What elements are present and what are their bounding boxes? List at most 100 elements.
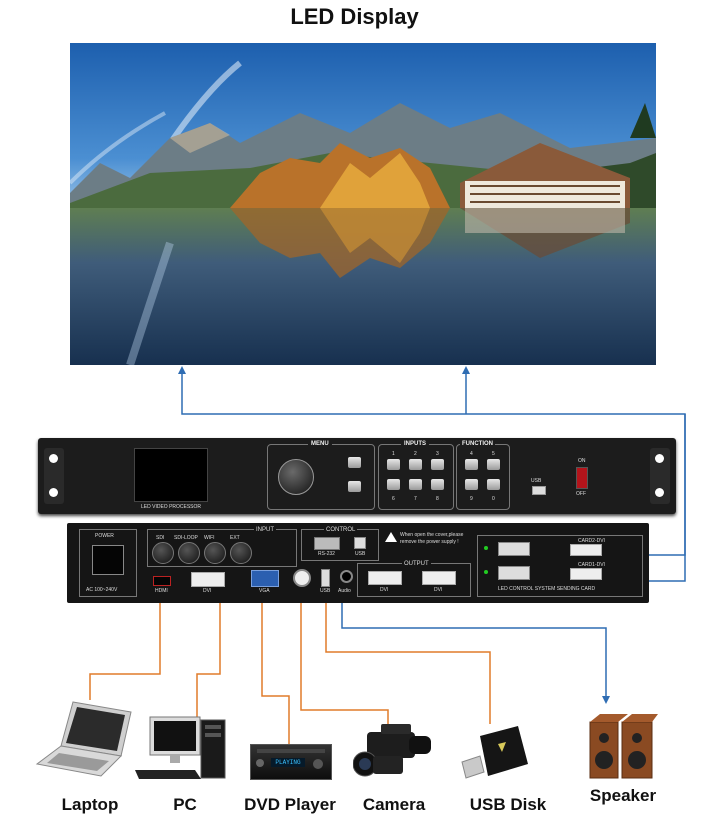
rack-ear-right — [650, 448, 670, 504]
input-button-3[interactable] — [431, 459, 444, 470]
dvd-display-text: PLAYING — [271, 758, 305, 767]
pc-wire — [196, 590, 221, 722]
function-button-9[interactable] — [465, 479, 478, 490]
power-switch[interactable] — [576, 467, 588, 489]
on-label: ON — [578, 458, 586, 464]
dvi-in-port[interactable] — [191, 572, 225, 587]
inputs-label: INPUTS — [401, 441, 430, 447]
vga-label: VGA — [259, 588, 270, 594]
control-section: CONTROL RS-232 USB — [301, 527, 379, 561]
diagram-title: LED Display — [290, 4, 419, 29]
rs232-label: RS-232 — [318, 551, 335, 557]
function-label: FUNCTION — [460, 441, 495, 447]
wifi-port[interactable] — [204, 542, 226, 564]
card2-dvi-port[interactable] — [570, 544, 602, 556]
menu-section: MENU — [267, 441, 375, 510]
audio-label: Audio — [338, 588, 351, 594]
lcd-screen — [134, 448, 208, 502]
audio-port[interactable] — [340, 570, 353, 583]
processor-rear-panel: POWER AC 100~240V INPUT SDI SDI-LOOP WIF… — [67, 523, 649, 603]
function-button-5[interactable] — [487, 459, 500, 470]
card2-label: CARD2-DVI — [578, 538, 605, 544]
usb-control-port[interactable] — [354, 537, 366, 549]
arrow-speaker — [602, 696, 610, 704]
pc-label: PC — [173, 795, 197, 814]
power-inlet[interactable] — [92, 545, 124, 575]
input-num-1: 1 — [392, 451, 395, 457]
power-label: POWER — [95, 533, 114, 539]
off-label: OFF — [576, 491, 586, 497]
input-button-8[interactable] — [431, 479, 444, 490]
menu-knob[interactable] — [278, 459, 314, 495]
card2-ethernet[interactable] — [498, 542, 530, 556]
function-button-4[interactable] — [465, 459, 478, 470]
input-button-1[interactable] — [387, 459, 400, 470]
arrow-screen-left — [178, 366, 186, 374]
dvi-out2-label: DVI — [434, 587, 443, 593]
dvi-out-port-1[interactable] — [368, 571, 402, 585]
sending-card-label: LED CONTROL SYSTEM SENDING CARD — [498, 586, 596, 592]
wifi-label: WIFI — [204, 535, 215, 541]
function-num-9: 9 — [470, 496, 473, 502]
led-display-screen — [70, 43, 656, 365]
processor-front-panel: LED VIDEO PROCESSOR MENU INPUTS 1 2 3 6 … — [38, 438, 676, 514]
bnc-input-port[interactable] — [293, 569, 311, 587]
sdi-loop-label: SDI-LOOP — [174, 535, 198, 541]
output-section: OUTPUT DVI DVI — [357, 561, 471, 597]
usb-input-label: USB — [320, 588, 331, 594]
input-num-3: 3 — [436, 451, 439, 457]
output-label: OUTPUT — [402, 561, 431, 567]
sdi-loop-port[interactable] — [178, 542, 200, 564]
card1-dvi-port[interactable] — [570, 568, 602, 580]
input-num-6: 6 — [392, 496, 395, 502]
power-inlet-section: POWER AC 100~240V — [79, 529, 137, 597]
usb-wire — [325, 592, 491, 724]
lake-mountain-scene — [70, 43, 656, 365]
control-label: CONTROL — [324, 527, 358, 533]
sending-card-section: CARD2-DVI CARD1-DVI LED CONTROL SYSTEM S… — [477, 535, 643, 597]
usb-input-port[interactable] — [321, 569, 330, 587]
pc-icon — [135, 716, 226, 779]
input-button-6[interactable] — [387, 479, 400, 490]
menu-label: MENU — [308, 441, 332, 447]
dvi-out-port-2[interactable] — [422, 571, 456, 585]
usb-control-label: USB — [355, 551, 366, 557]
input-button-7[interactable] — [409, 479, 422, 490]
speaker-label: Speaker — [589, 786, 657, 805]
function-button-0[interactable] — [487, 479, 500, 490]
function-num-0: 0 — [492, 496, 495, 502]
input-num-2: 2 — [414, 451, 417, 457]
dvd-player-icon: PLAYING — [250, 744, 332, 780]
function-num-4: 4 — [470, 451, 473, 457]
warning-text-2: remove the power supply ! — [400, 539, 459, 545]
hdmi-port[interactable] — [153, 576, 171, 586]
front-usb-port[interactable] — [532, 486, 546, 495]
vga-port[interactable] — [251, 570, 279, 587]
function-section: FUNCTION 4 5 9 0 — [456, 441, 510, 510]
audio-wire — [341, 592, 607, 698]
ext-label: EXT — [230, 535, 240, 541]
dvi-in-label: DVI — [203, 588, 212, 594]
function-num-5: 5 — [492, 451, 495, 457]
usb-disk-label: USB Disk — [469, 795, 547, 814]
sdi-label: SDI — [156, 535, 165, 541]
rs232-port[interactable] — [314, 537, 340, 550]
arrow-screen-right — [462, 366, 470, 374]
dvi-out1-label: DVI — [380, 587, 389, 593]
input-num-8: 8 — [436, 496, 439, 502]
input-button-2[interactable] — [409, 459, 422, 470]
speaker-icon — [589, 714, 658, 779]
hdmi-label: HDMI — [155, 588, 168, 594]
input-section: INPUT SDI SDI-LOOP WIFI EXT — [147, 527, 297, 567]
card1-led — [484, 570, 488, 574]
card1-ethernet[interactable] — [498, 566, 530, 580]
warning-text-1: When open the cover,please — [400, 532, 464, 538]
menu-up-button[interactable] — [348, 457, 361, 468]
menu-down-button[interactable] — [348, 481, 361, 492]
ext-port[interactable] — [230, 542, 252, 564]
sdi-port[interactable] — [152, 542, 174, 564]
laptop-label: Laptop — [61, 795, 119, 814]
dvd-player-label: DVD Player — [244, 795, 336, 814]
card1-label: CARD1-DVI — [578, 562, 605, 568]
